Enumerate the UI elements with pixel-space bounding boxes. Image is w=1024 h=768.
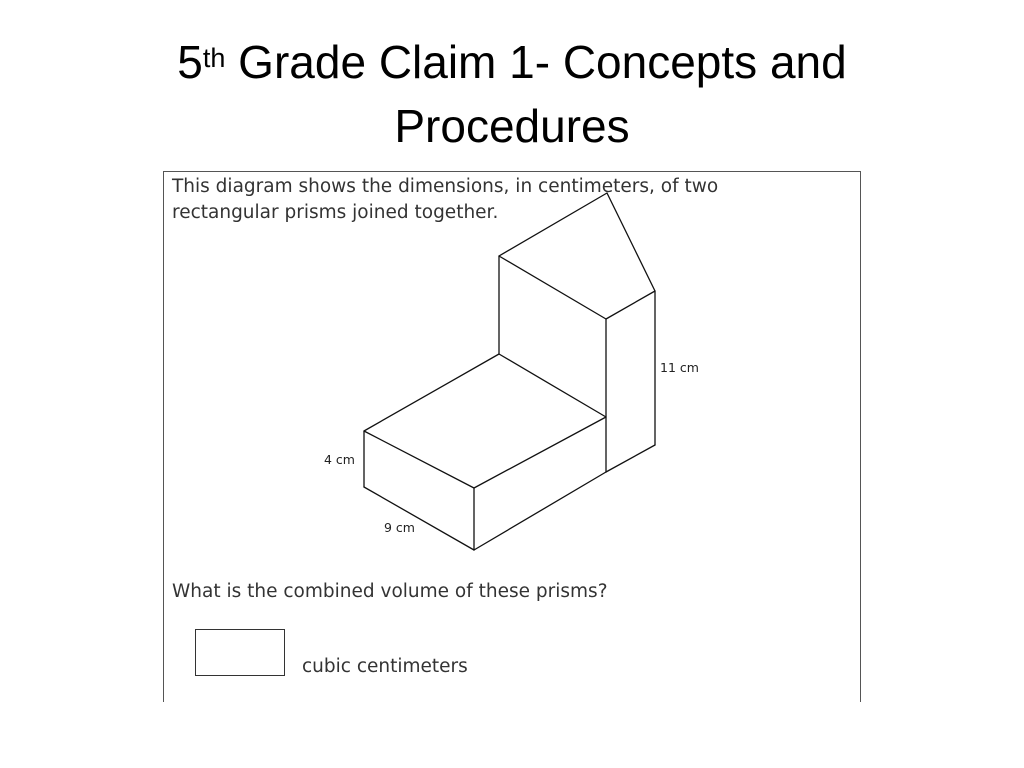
- short-prism-top-face: [363, 353, 607, 489]
- tall-prism-bottom-edge: [605, 444, 656, 473]
- title-ordinal-suffix: th: [202, 43, 226, 73]
- test-item-panel: This diagram shows the dimensions, in ce…: [163, 171, 861, 702]
- tall-prism-top-face: [498, 192, 656, 320]
- item-intro-text: This diagram shows the dimensions, in ce…: [172, 174, 852, 226]
- title-line2: Procedures: [394, 100, 630, 152]
- title-line1-rest: Grade Claim 1- Concepts and: [225, 36, 847, 88]
- intro-line-2: rectangular prisms joined together.: [172, 202, 499, 223]
- slide-title: 5th Grade Claim 1- Concepts and Procedur…: [0, 30, 1024, 158]
- answer-input-box[interactable]: [195, 629, 285, 676]
- prisms-diagram: 11 cm 4 cm 9 cm: [324, 192, 699, 551]
- dimension-label-11cm: 11 cm: [660, 360, 699, 375]
- short-prism-bottom-right-edge: [473, 471, 607, 551]
- short-prism-bottom-left-edge: [363, 486, 475, 551]
- dimension-label-4cm: 4 cm: [324, 452, 355, 467]
- dimension-label-9cm: 9 cm: [384, 520, 415, 535]
- title-number: 5: [177, 36, 203, 88]
- answer-unit-label: cubic centimeters: [302, 656, 468, 677]
- intro-line-1: This diagram shows the dimensions, in ce…: [172, 176, 719, 197]
- question-text: What is the combined volume of these pri…: [172, 581, 608, 602]
